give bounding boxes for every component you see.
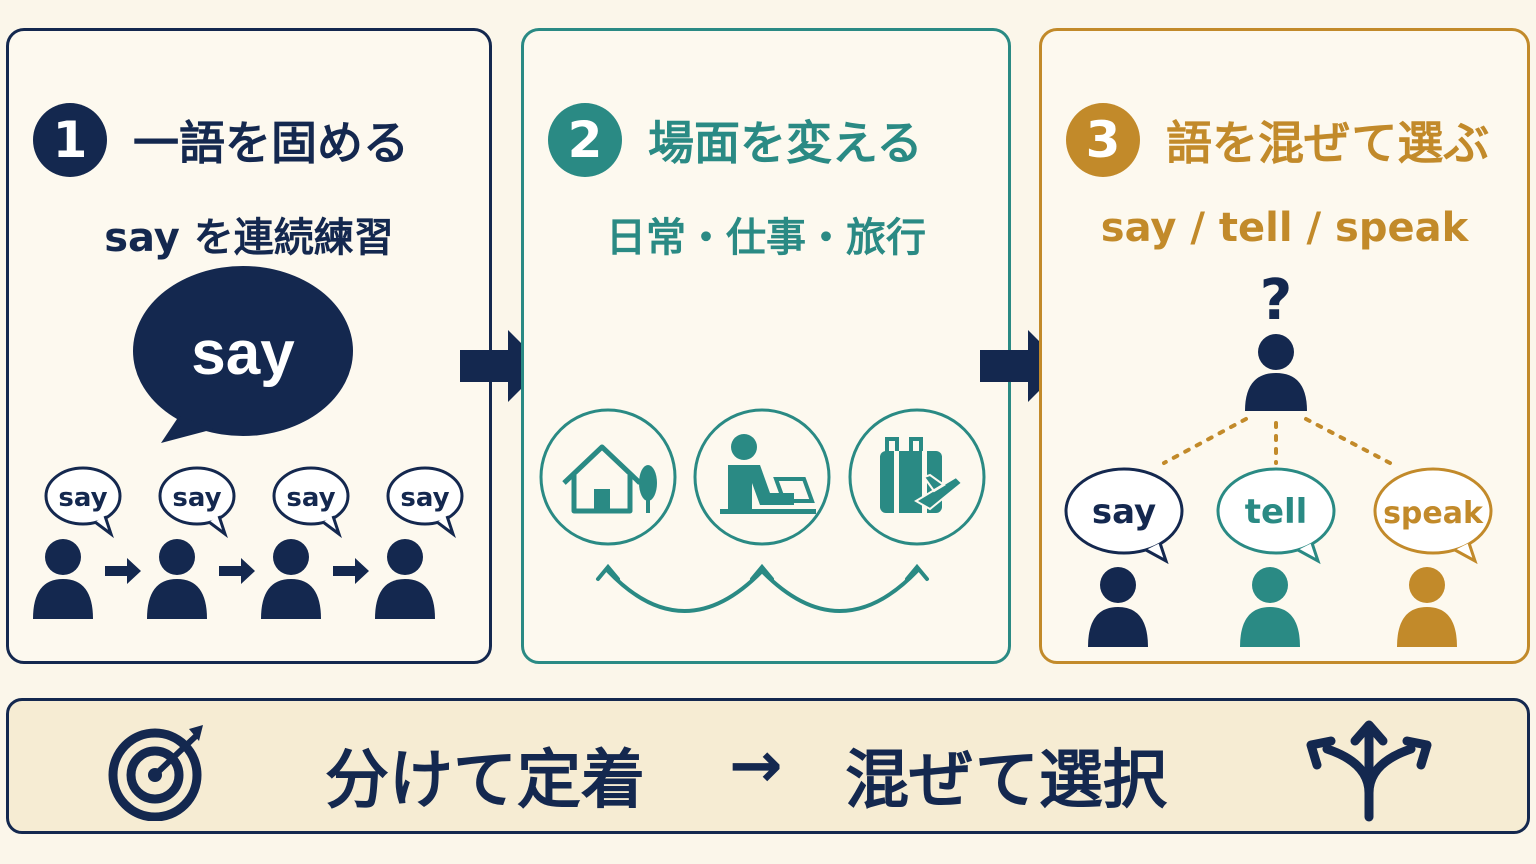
small-speech-bubble-icon: say — [272, 466, 350, 539]
choice-bubble-icon: speak — [1373, 467, 1493, 565]
choice-illustration: ? say tell speak — [1064, 268, 1493, 647]
small-speech-bubble-icon: say — [386, 466, 464, 539]
small-arrow-icon — [105, 558, 141, 584]
step-number-badge-2: 2 — [548, 103, 622, 177]
step-header-3: 3 語を混ぜて選ぶ — [1066, 103, 1489, 177]
repetition-illustration: say say say say say — [33, 266, 464, 619]
scene-circle-travel — [848, 408, 986, 546]
choice-bubble-icon: tell — [1216, 467, 1336, 565]
small-speech-bubble-icon: say — [158, 466, 236, 539]
cycle-arrows-icon — [596, 563, 929, 613]
choice-word: say — [1092, 492, 1156, 532]
small-bubble-word: say — [400, 483, 449, 513]
house-icon — [562, 444, 657, 514]
step-header-2: 2 場面を変える — [548, 103, 923, 177]
step-number-badge-3: 3 — [1066, 103, 1140, 177]
step-title-2: 場面を変える — [648, 116, 923, 170]
choice-word: tell — [1245, 492, 1308, 532]
step-number-badge-1: 1 — [33, 103, 107, 177]
step-subtitle-1: say を連続練習 — [104, 215, 394, 261]
person-icon — [33, 539, 93, 619]
large-bubble-word: say — [191, 319, 295, 388]
person-icon — [147, 539, 207, 619]
target-icon — [108, 725, 203, 821]
thinking-person-icon — [1245, 334, 1307, 411]
person-icon — [261, 539, 321, 619]
scene-circle-home — [539, 408, 677, 546]
summary-banner: 分けて定着 → 混ぜて選択 — [6, 698, 1530, 834]
question-mark: ? — [1260, 268, 1292, 333]
scene-illustration — [539, 408, 986, 613]
step-panel-2: 2 場面を変える 日常・仕事・旅行 — [521, 28, 1011, 664]
choice-bubble-icon: say — [1064, 467, 1184, 565]
step-panel-1: 1 一語を固める say を連続練習 say say say say say — [6, 28, 492, 664]
small-bubble-word: say — [58, 483, 107, 513]
banner-right-text: 混ぜて選択 — [845, 744, 1167, 818]
step-subtitle-2: 日常・仕事・旅行 — [606, 215, 926, 261]
small-arrow-icon — [219, 558, 255, 584]
scene-circle-work — [693, 408, 831, 546]
person-icon — [375, 539, 435, 619]
banner-left-text: 分けて定着 — [325, 744, 645, 818]
choice-dotted-lines — [1162, 417, 1392, 465]
large-speech-bubble-icon: say — [133, 266, 353, 443]
choice-person-icon — [1240, 567, 1300, 647]
step-title-1: 一語を固める — [133, 116, 409, 170]
small-speech-bubble-icon: say — [44, 466, 122, 539]
step-header-1: 1 一語を固める — [33, 103, 409, 177]
small-arrow-icon — [333, 558, 369, 584]
laptop-worker-icon — [720, 434, 816, 514]
step-panel-3: 3 語を混ぜて選ぶ say / tell / speak ? say tell sp… — [1039, 28, 1530, 664]
luggage-plane-icon — [880, 437, 964, 513]
step-subtitle-3: say / tell / speak — [1100, 205, 1469, 251]
branching-arrows-icon — [1306, 720, 1432, 822]
small-bubble-word: say — [286, 483, 335, 513]
choice-person-icon — [1397, 567, 1457, 647]
choice-word: speak — [1383, 496, 1484, 531]
step-title-3: 語を混ぜて選ぶ — [1166, 116, 1490, 170]
small-bubble-word: say — [172, 483, 221, 513]
choice-person-icon — [1088, 567, 1148, 647]
banner-arrow: → — [729, 729, 783, 803]
